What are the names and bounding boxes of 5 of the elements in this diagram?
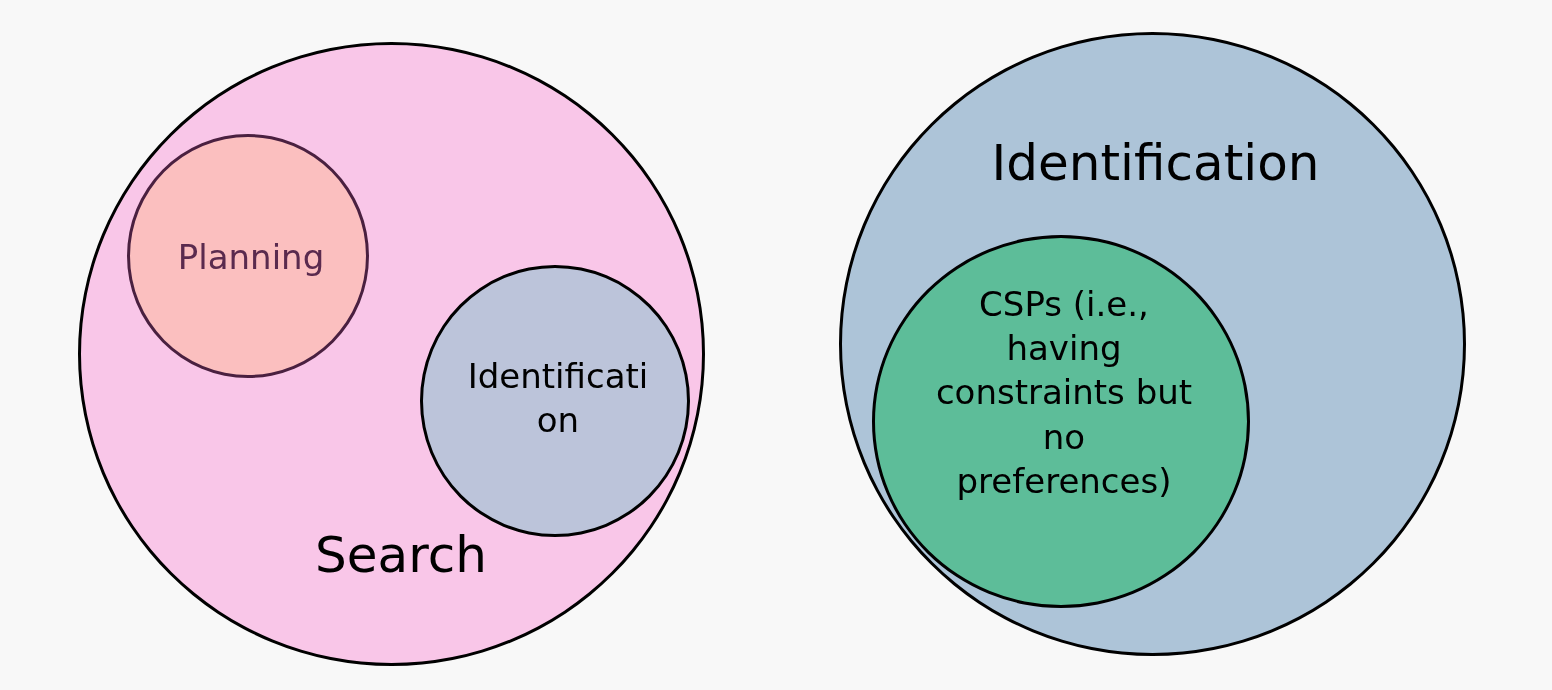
set-label: CSPs (i.e., having constraints but no preferences) bbox=[935, 283, 1193, 503]
set-label: Identification bbox=[466, 355, 650, 443]
set-label: Identification bbox=[990, 133, 1321, 194]
set-label: Planning bbox=[176, 236, 326, 279]
set-label: Search bbox=[314, 525, 488, 586]
